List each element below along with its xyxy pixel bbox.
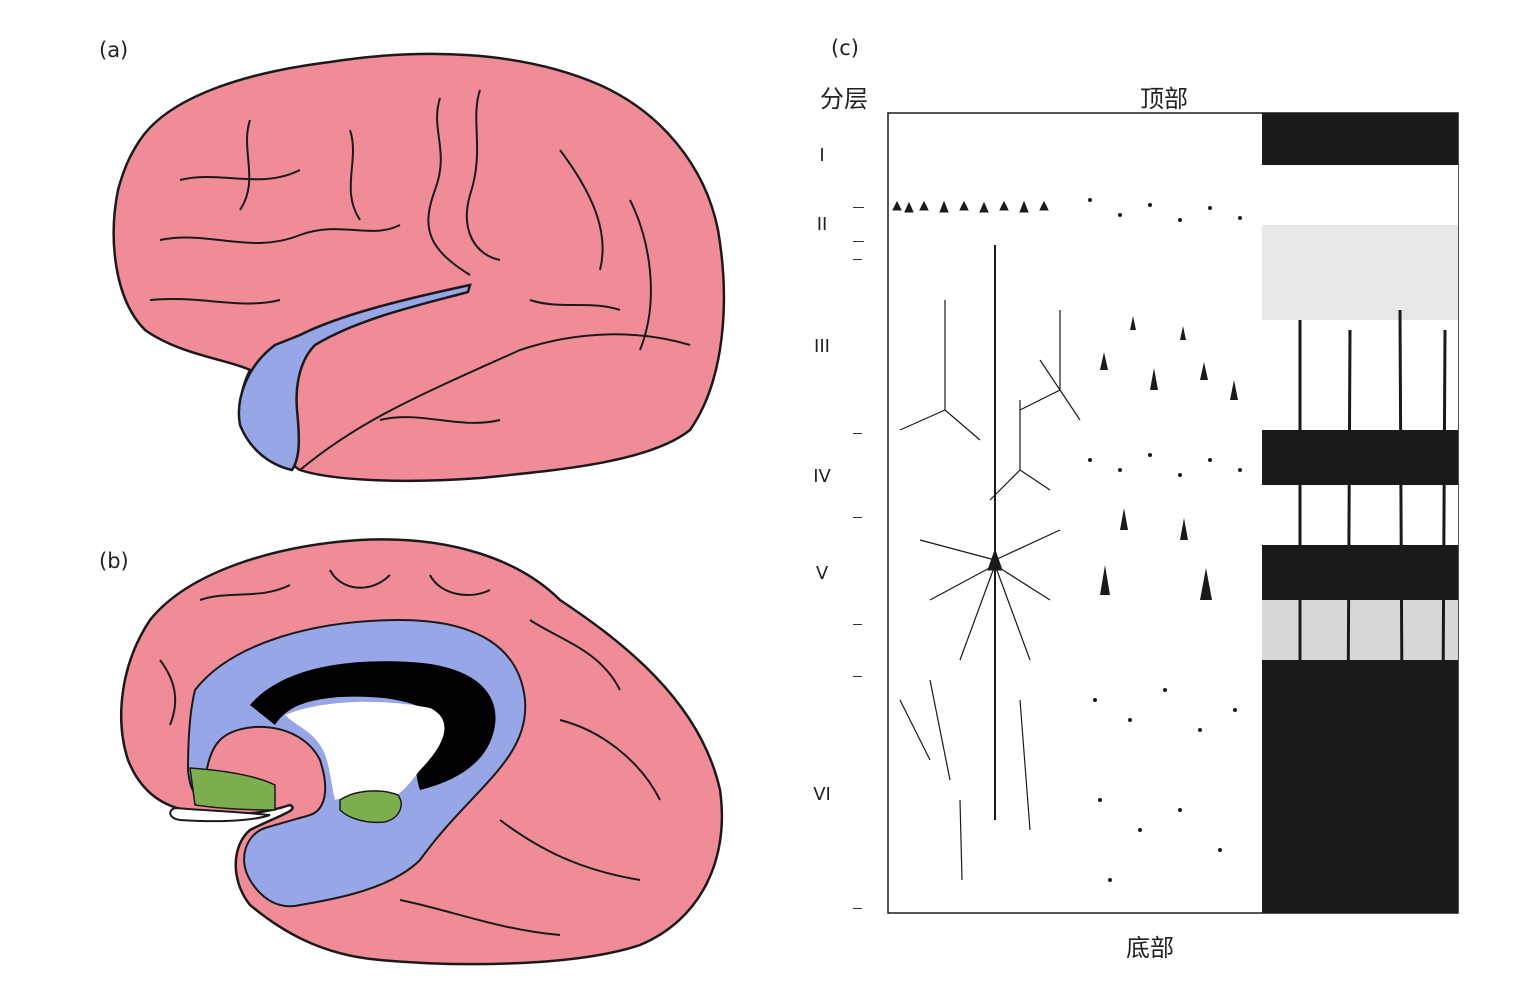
- ventricle-region: [285, 701, 445, 802]
- olfactory-area-anterior: [189, 767, 276, 811]
- temporal-limbic-lateral: [237, 283, 472, 472]
- layer-ii-top-tick: [853, 207, 864, 208]
- corpus-callosum: [250, 661, 496, 790]
- layer-label-vi: VI: [813, 784, 831, 805]
- olfactory-tract: [169, 806, 271, 823]
- layer-label-iv: IV: [813, 466, 831, 487]
- layer-ii-bottom-tick: [853, 241, 864, 242]
- myelin-layer-i-gap: [1262, 165, 1458, 225]
- myelin-layer-v-gap: [1262, 600, 1458, 660]
- olfactory-area-posterior: [339, 790, 402, 824]
- panel-c-label: (c): [831, 36, 859, 60]
- panel-b-label: (b): [99, 549, 129, 573]
- top-label: 顶部: [1140, 85, 1188, 113]
- layer-label-i: I: [819, 145, 825, 166]
- layers-heading: 分层: [820, 85, 868, 113]
- myelin-layer-ii-gap: [1262, 225, 1458, 320]
- layer-iii-bracket: [853, 259, 862, 434]
- nissl-stain-column: [1088, 198, 1242, 882]
- layer-vi-bracket: [853, 676, 862, 909]
- myelin-layer-iii-gap: [1262, 320, 1458, 430]
- layer-v-bracket: [853, 517, 862, 625]
- myelin-fibers: [1298, 309, 1447, 721]
- bottom-label: 底部: [1126, 934, 1174, 962]
- layer-label-iii: III: [814, 336, 830, 357]
- layer-label-v: V: [815, 563, 829, 584]
- golgi-stain-column: [892, 200, 1081, 881]
- layer-label-ii: II: [816, 214, 828, 235]
- myelin-layer-iv-gap: [1262, 485, 1458, 545]
- panel-a-label: (a): [99, 38, 129, 62]
